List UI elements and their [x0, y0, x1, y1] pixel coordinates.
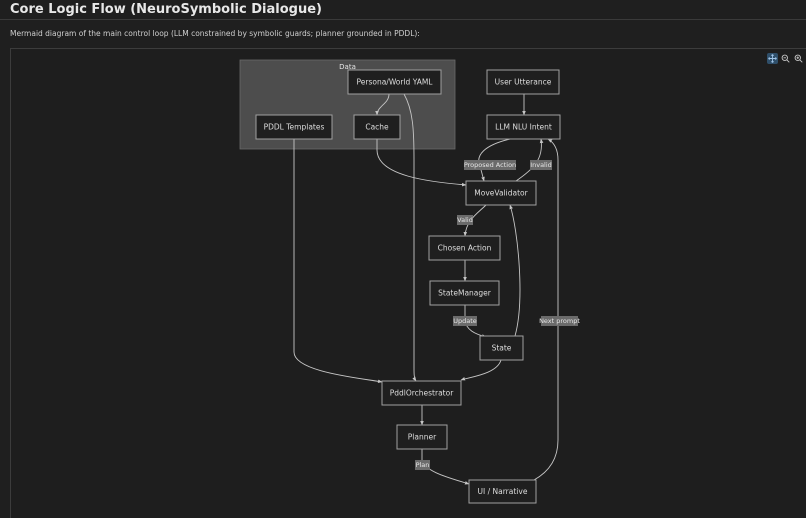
node-pddl-orchestrator: PddlOrchestrator	[381, 380, 462, 406]
node-user-utterance-label: User Utterance	[495, 78, 552, 87]
move-icon	[768, 54, 777, 63]
node-move-validator-label: MoveValidator	[474, 189, 528, 198]
node-planner: Planner	[396, 424, 448, 450]
edge-label-valid: Valid	[457, 215, 473, 225]
edge-label-invalid: Invalid	[530, 160, 552, 170]
edge-label-valid-text: Valid	[457, 216, 473, 224]
zoom-out-icon	[781, 54, 790, 63]
edge-label-update: Update	[453, 316, 477, 326]
node-ui-narrative: UI / Narrative	[468, 479, 537, 504]
edge-state-orchestrator	[460, 359, 502, 381]
edge-ui-nlu	[533, 138, 559, 481]
title-divider	[0, 19, 806, 20]
node-llm-nlu-intent: LLM NLU Intent	[486, 114, 561, 140]
data-cluster-label: Data	[339, 63, 356, 71]
node-llm-nlu-intent-label: LLM NLU Intent	[495, 123, 552, 132]
edge-label-plan: Plan	[415, 460, 430, 470]
edge-label-update-text: Update	[453, 317, 477, 325]
edge-templates-orchestrator	[293, 139, 383, 384]
zoom-in-button[interactable]	[793, 53, 804, 64]
node-cache-label: Cache	[365, 123, 389, 132]
edge-state-validator	[509, 204, 521, 337]
edge-label-next-prompt-text: Next prompt	[539, 317, 580, 325]
edge-label-proposed-action: Proposed Action	[464, 160, 516, 170]
edge-persona-cache	[375, 93, 390, 116]
node-chosen-action: Chosen Action	[428, 235, 501, 261]
node-pddl-templates-label: PDDL Templates	[264, 123, 325, 132]
node-persona-world-yaml: Persona/World YAML	[347, 69, 442, 95]
node-state-manager: StateManager	[429, 280, 500, 306]
node-state: State	[479, 335, 524, 361]
node-user-utterance: User Utterance	[486, 69, 560, 95]
node-pddl-orchestrator-label: PddlOrchestrator	[390, 389, 454, 398]
node-state-label: State	[492, 344, 512, 353]
edge-persona-orchestrator	[403, 93, 417, 382]
page-title: Core Logic Flow (NeuroSymbolic Dialogue)	[10, 2, 322, 17]
node-cache: Cache	[353, 114, 401, 140]
diagram-zoom-controls	[767, 53, 804, 64]
zoom-out-button[interactable]	[780, 53, 791, 64]
node-ui-narrative-label: UI / Narrative	[478, 487, 528, 496]
node-state-manager-label: StateManager	[438, 289, 492, 298]
node-planner-label: Planner	[408, 433, 437, 442]
edge-cache-validator	[376, 139, 467, 187]
edge-label-plan-text: Plan	[416, 461, 430, 469]
edge-label-proposed-action-text: Proposed Action	[464, 161, 516, 169]
edge-label-next-prompt: Next prompt	[539, 316, 580, 326]
node-move-validator: MoveValidator	[465, 180, 537, 206]
zoom-in-icon	[794, 54, 803, 63]
edge-label-invalid-text: Invalid	[530, 161, 552, 169]
node-persona-world-yaml-label: Persona/World YAML	[357, 78, 434, 87]
pan-button[interactable]	[767, 53, 778, 64]
node-chosen-action-label: Chosen Action	[438, 244, 492, 253]
node-pddl-templates: PDDL Templates	[255, 114, 333, 140]
diagram-description: Mermaid diagram of the main control loop…	[10, 29, 420, 38]
